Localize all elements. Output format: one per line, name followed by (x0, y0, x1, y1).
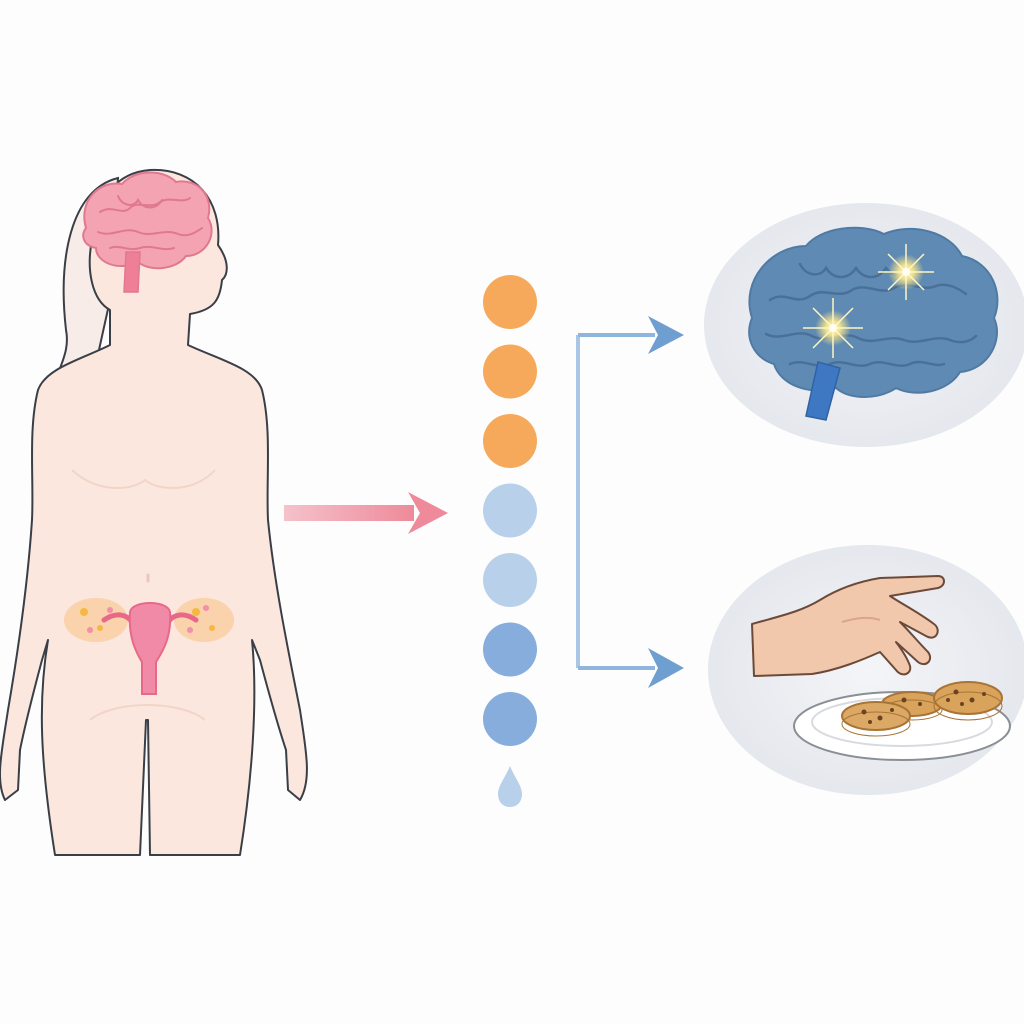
hormone-dot-high (483, 414, 537, 468)
brain-icon (82, 171, 213, 293)
droplet-icon (498, 766, 522, 807)
hormone-dot-high (483, 275, 537, 329)
hormone-level-column (483, 275, 537, 746)
hand-reaching-cookies-icon (708, 545, 1024, 795)
female-body-icon (0, 168, 308, 856)
glowing-brain-icon (704, 203, 1024, 447)
hormone-dot-high (483, 344, 537, 399)
hormone-dot-low (483, 483, 537, 538)
hormone-dot-low (483, 622, 537, 677)
body-to-hormones-arrow (284, 492, 448, 534)
split-arrows (576, 316, 684, 688)
hormone-dot-low (483, 692, 537, 746)
hormone-dot-low (483, 553, 537, 607)
uterus-ovaries-icon (64, 598, 234, 695)
